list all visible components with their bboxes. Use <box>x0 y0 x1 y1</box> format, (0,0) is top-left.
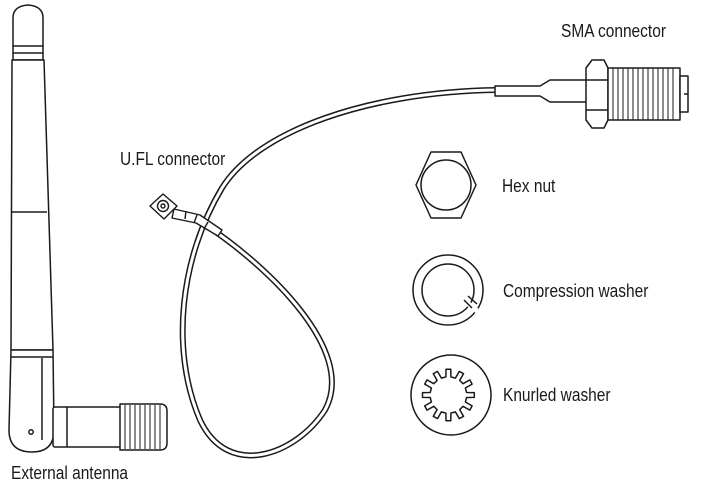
ufl-connector-label: U.FL connector <box>120 149 226 169</box>
ufl-connector <box>149 193 223 237</box>
knurled-washer <box>410 354 492 436</box>
antenna-connector-body <box>52 406 124 448</box>
knurled-washer-label: Knurled washer <box>503 385 611 405</box>
coax-cable <box>179 87 498 459</box>
hex-nut <box>415 151 477 219</box>
compression-washer <box>412 254 484 326</box>
compression-washer-label: Compression washer <box>503 281 649 301</box>
sma-hex-body <box>585 59 609 129</box>
external-antenna <box>8 4 168 453</box>
antenna-tip <box>12 4 44 61</box>
sma-sleeve <box>494 79 589 103</box>
antenna-hinge <box>8 349 55 453</box>
antenna-shaft <box>10 59 54 351</box>
external-antenna-label: External antenna <box>11 463 129 483</box>
sma-connector-assembly <box>494 59 689 129</box>
sma-connector-label: SMA connector <box>561 21 666 41</box>
hex-nut-label: Hex nut <box>502 176 556 196</box>
sma-threaded-barrel <box>607 67 681 121</box>
